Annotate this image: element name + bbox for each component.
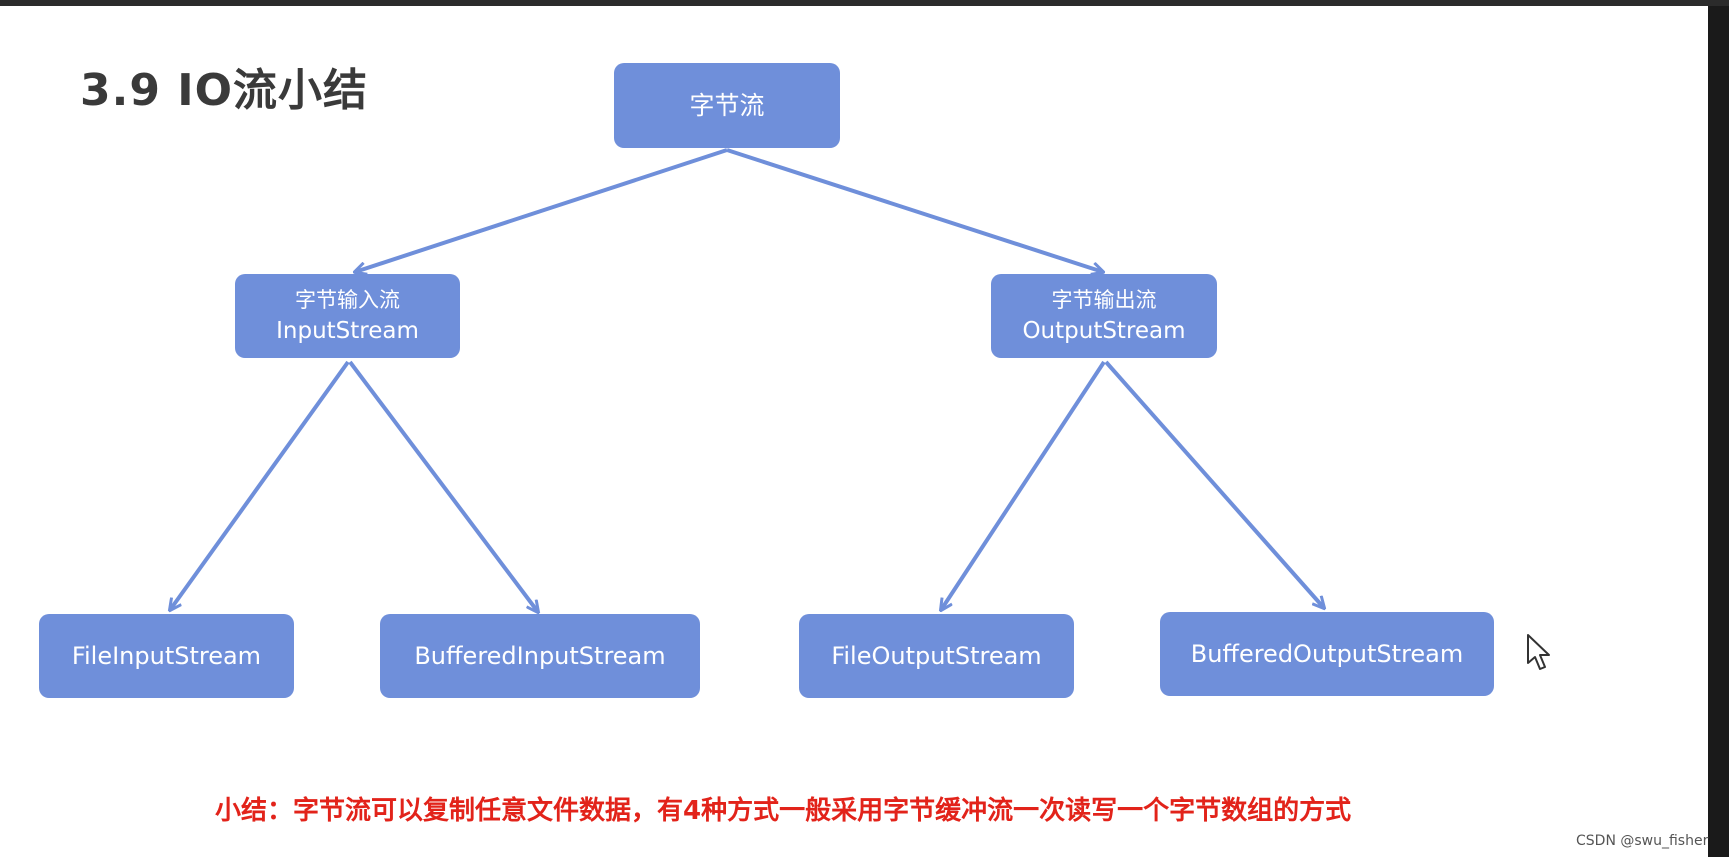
- node-input-stream: 字节输入流 InputStream: [235, 274, 460, 358]
- node-input-stream-label-cn: 字节输入流: [295, 288, 400, 312]
- arrow-root-to-input: [355, 148, 728, 272]
- node-byte-stream: 字节流: [614, 63, 840, 148]
- node-byte-stream-label: 字节流: [689, 90, 765, 120]
- arrow-root-to-output: [726, 148, 1103, 272]
- node-output-stream: 字节输出流 OutputStream: [991, 274, 1217, 358]
- node-input-stream-label-en: InputStream: [276, 318, 419, 344]
- mouse-cursor-icon: [1527, 634, 1550, 670]
- node-buffered-output-stream-label: BufferedOutputStream: [1190, 640, 1464, 668]
- node-file-output-stream-label: FileOutputStream: [831, 642, 1042, 670]
- arrow-output-to-file-output: [941, 360, 1106, 610]
- arrow-input-to-buffered-input: [348, 360, 538, 612]
- node-buffered-input-stream-label: BufferedInputStream: [414, 642, 666, 670]
- window-edge: [1708, 6, 1729, 857]
- node-file-input-stream-label: FileInputStream: [71, 642, 262, 670]
- slide-title: 3.9 IO流小结: [80, 65, 369, 116]
- node-file-output-stream: FileOutputStream: [799, 614, 1074, 698]
- node-file-input-stream: FileInputStream: [39, 614, 294, 698]
- arrow-input-to-file-input: [170, 360, 350, 610]
- summary-text: 小结：字节流可以复制任意文件数据，有4种方式一般采用字节缓冲流一次读写一个字节数…: [215, 796, 1352, 826]
- slide-canvas: [0, 6, 1729, 857]
- arrow-output-to-buffered-output: [1104, 360, 1324, 608]
- node-buffered-output-stream: BufferedOutputStream: [1160, 612, 1494, 696]
- watermark: CSDN @swu_fisher: [1576, 833, 1709, 849]
- node-output-stream-label-en: OutputStream: [1022, 318, 1186, 344]
- node-buffered-input-stream: BufferedInputStream: [380, 614, 700, 698]
- node-output-stream-label-cn: 字节输出流: [1051, 288, 1157, 312]
